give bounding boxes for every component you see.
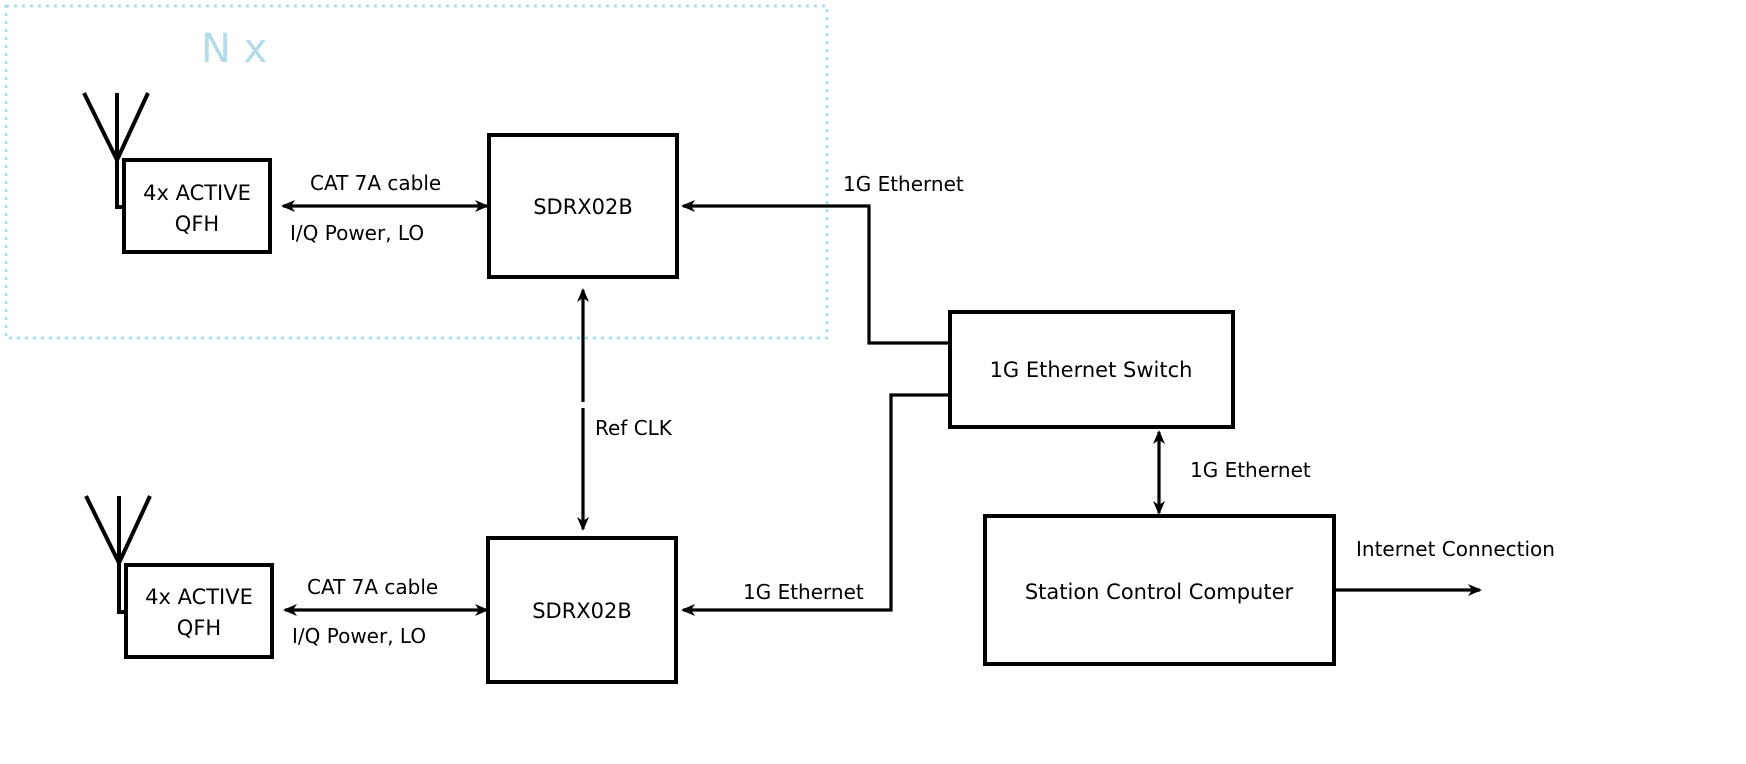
- edge-qfh-bottom-cable-label-below: I/Q Power, LO: [292, 624, 426, 648]
- edge-qfh-bottom-cable-label-above: CAT 7A cable: [307, 575, 438, 599]
- edge-switch-sdr-top-label: 1G Ethernet: [843, 172, 964, 196]
- edge-ref-clk-label: Ref CLK: [595, 416, 673, 440]
- node-computer-label: Station Control Computer: [1025, 580, 1294, 604]
- node-sdr-bottom-label: SDRX02B: [532, 599, 632, 623]
- node-switch[interactable]: [948, 310, 1235, 429]
- node-sdr-bottom[interactable]: [486, 536, 678, 684]
- node-qfh-bottom-label-line2: QFH: [177, 616, 221, 640]
- edge-switch-computer-label: 1G Ethernet: [1190, 458, 1311, 482]
- node-sdr-top-label: SDRX02B: [533, 195, 633, 219]
- wire-switch-to-sdr-top: [681, 200, 948, 345]
- node-qfh-top-label-line1: 4x ACTIVE: [143, 181, 251, 205]
- edge-internet-label: Internet Connection: [1356, 537, 1555, 561]
- node-qfh-bottom-label-line1: 4x ACTIVE: [145, 585, 253, 609]
- edge-qfh-top-cable-label-above: CAT 7A cable: [310, 171, 441, 195]
- group-label-nx: N x: [201, 26, 267, 72]
- wire-switch-to-sdr-bottom: [681, 393, 948, 616]
- node-qfh-bottom[interactable]: [124, 563, 274, 659]
- node-switch-label: 1G Ethernet Switch: [990, 358, 1193, 382]
- node-qfh-top[interactable]: [122, 158, 272, 254]
- edge-qfh-top-cable-label-below: I/Q Power, LO: [290, 221, 424, 245]
- node-qfh-top-label-line2: QFH: [175, 212, 219, 236]
- node-sdr-top[interactable]: [487, 133, 679, 279]
- node-computer[interactable]: [983, 514, 1336, 666]
- group-container-nx: [4, 4, 829, 340]
- edge-switch-sdr-bottom-label: 1G Ethernet: [743, 580, 864, 604]
